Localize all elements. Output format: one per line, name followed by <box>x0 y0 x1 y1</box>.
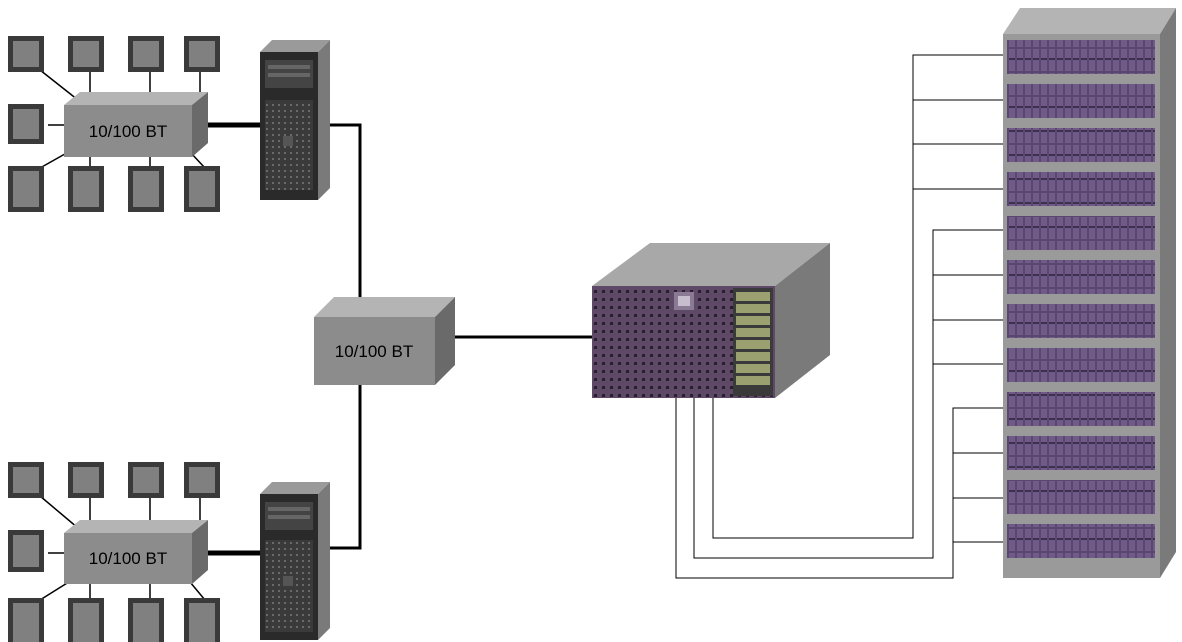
workstation <box>8 36 44 72</box>
switch-top-label: 10/100 BT <box>89 122 167 141</box>
workstation <box>184 166 220 212</box>
workstation <box>128 166 164 212</box>
rack-shelf <box>1007 304 1155 338</box>
workstation <box>8 530 44 572</box>
switch-bottom-label: 10/100 BT <box>89 549 167 568</box>
workstation <box>8 166 44 212</box>
rack-shelf <box>1007 128 1155 162</box>
rack-shelves <box>1007 40 1155 558</box>
switch-center-label: 10/100 BT <box>335 342 413 361</box>
rack-shelf <box>1007 40 1155 74</box>
workstation <box>184 36 220 72</box>
rack-shelf <box>1007 216 1155 250</box>
storage-rack <box>1003 8 1176 578</box>
server-top <box>260 40 330 200</box>
workstation <box>8 104 44 144</box>
rack-shelf <box>1007 172 1155 206</box>
workstation <box>184 462 220 498</box>
rack-shelf <box>1007 524 1155 558</box>
controller-to-rack-cables <box>675 54 1005 579</box>
rack-shelf <box>1007 260 1155 294</box>
server-bottom <box>260 482 330 640</box>
rack-shelf <box>1007 480 1155 514</box>
workstation <box>68 36 104 72</box>
switch-top: 10/100 BT <box>64 92 208 157</box>
workstation <box>68 598 104 642</box>
rack-shelf <box>1007 348 1155 382</box>
workstation <box>128 462 164 498</box>
workgroup-bottom: 10/100 BT <box>8 462 330 642</box>
workstation <box>128 36 164 72</box>
workstation <box>68 166 104 212</box>
workstation <box>184 598 220 642</box>
rack-shelf-taps <box>913 99 1005 543</box>
workstation <box>8 462 44 498</box>
drive-bays <box>736 292 770 385</box>
workstation <box>8 598 44 642</box>
rack-shelf <box>1007 436 1155 470</box>
backbone-links <box>330 123 362 550</box>
rack-shelf <box>1007 84 1155 118</box>
rack-shelf <box>1007 392 1155 426</box>
storage-controller <box>592 243 830 398</box>
switch-center: 10/100 BT <box>314 297 455 385</box>
switch-bottom: 10/100 BT <box>64 520 208 584</box>
workstation <box>128 598 164 642</box>
workstation <box>68 462 104 498</box>
workgroup-top: 10/100 BT <box>8 36 330 212</box>
